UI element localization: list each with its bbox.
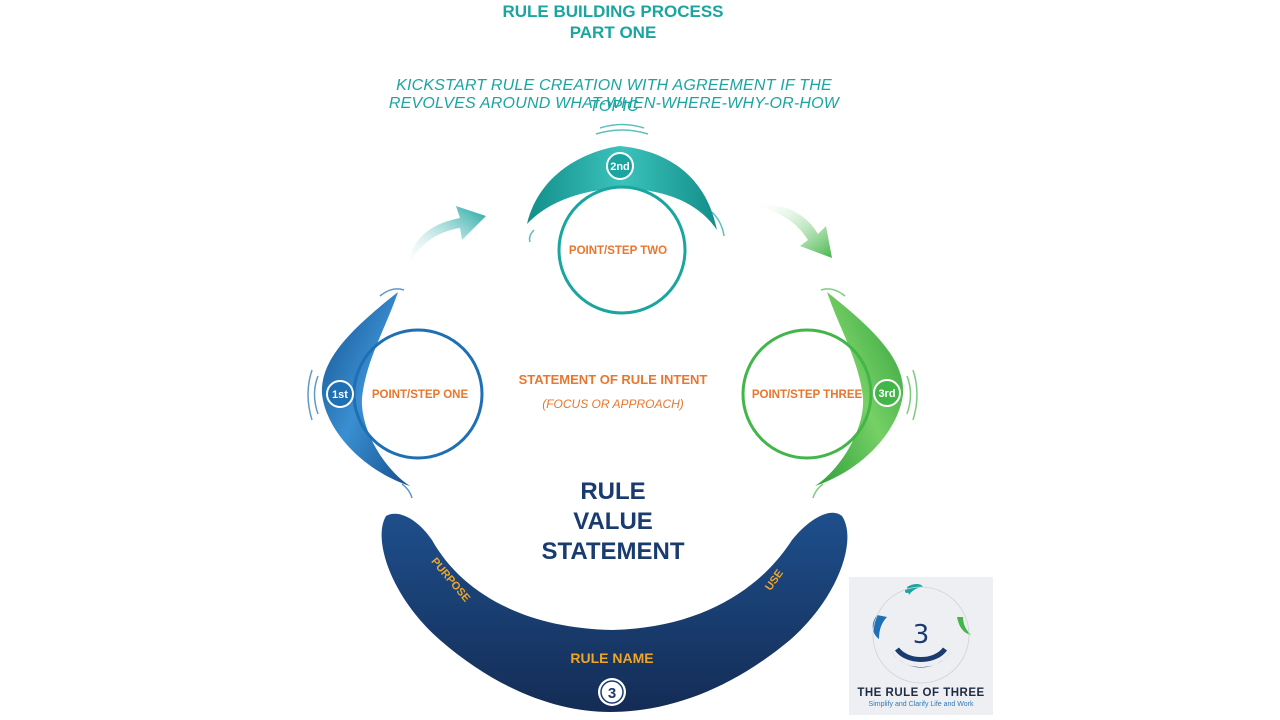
svg-text:2nd: 2nd (610, 161, 630, 173)
step-three-label: POINT/STEP THREE (752, 389, 863, 401)
rule-name-label: RULE NAME (570, 650, 653, 666)
svg-text:3: 3 (608, 685, 616, 702)
arrow-two-to-three (756, 205, 832, 258)
subtitle-line-2: REVOLVES AROUND WHAT-WHEN-WHERE-WHY-OR-H… (388, 95, 840, 112)
motion-lines-top (528, 123, 725, 243)
intent-note: (FOCUS OR APPROACH) (542, 397, 684, 411)
boomerang-right (815, 292, 904, 486)
logo-title: THE RULE OF THREE (857, 687, 985, 699)
rule-three-badge: 3 (598, 678, 626, 706)
logo-tagline: Simplify and Clarify Life and Work (868, 701, 974, 708)
badge-first: 1st (326, 380, 354, 408)
value-line-2: VALUE (573, 508, 653, 535)
boomerang-bottom (381, 512, 848, 712)
step-one-label: POINT/STEP ONE (372, 389, 469, 401)
svg-text:1st: 1st (332, 389, 348, 401)
step-three-ring (741, 328, 873, 460)
boomerang-left (321, 292, 410, 486)
value-line-3: STATEMENT (541, 538, 684, 565)
subtitle-line-1: KICKSTART RULE CREATION WITH AGREEMENT I… (396, 77, 832, 115)
intent-statement: STATEMENT OF RULE INTENT (519, 372, 708, 387)
svg-text:3: 3 (913, 620, 930, 650)
logo-mark: 3 (872, 584, 971, 684)
arrow-one-to-two (408, 206, 486, 266)
svg-text:3rd: 3rd (878, 388, 895, 400)
motion-lines-left (307, 288, 413, 499)
motion-lines-right (812, 288, 918, 499)
title-line-1: RULE BUILDING PROCESS (502, 2, 724, 21)
step-two-label: POINT/STEP TWO (569, 245, 667, 257)
rule-of-three-logo: 3 THE RULE OF THREE Simplify and Clarify… (849, 577, 993, 715)
title-line-2: PART ONE (569, 23, 657, 42)
step-two-ring (557, 185, 687, 315)
badge-third: 3rd (873, 379, 901, 407)
badge-second: 2nd (606, 152, 634, 180)
value-line-1: RULE (580, 478, 645, 505)
